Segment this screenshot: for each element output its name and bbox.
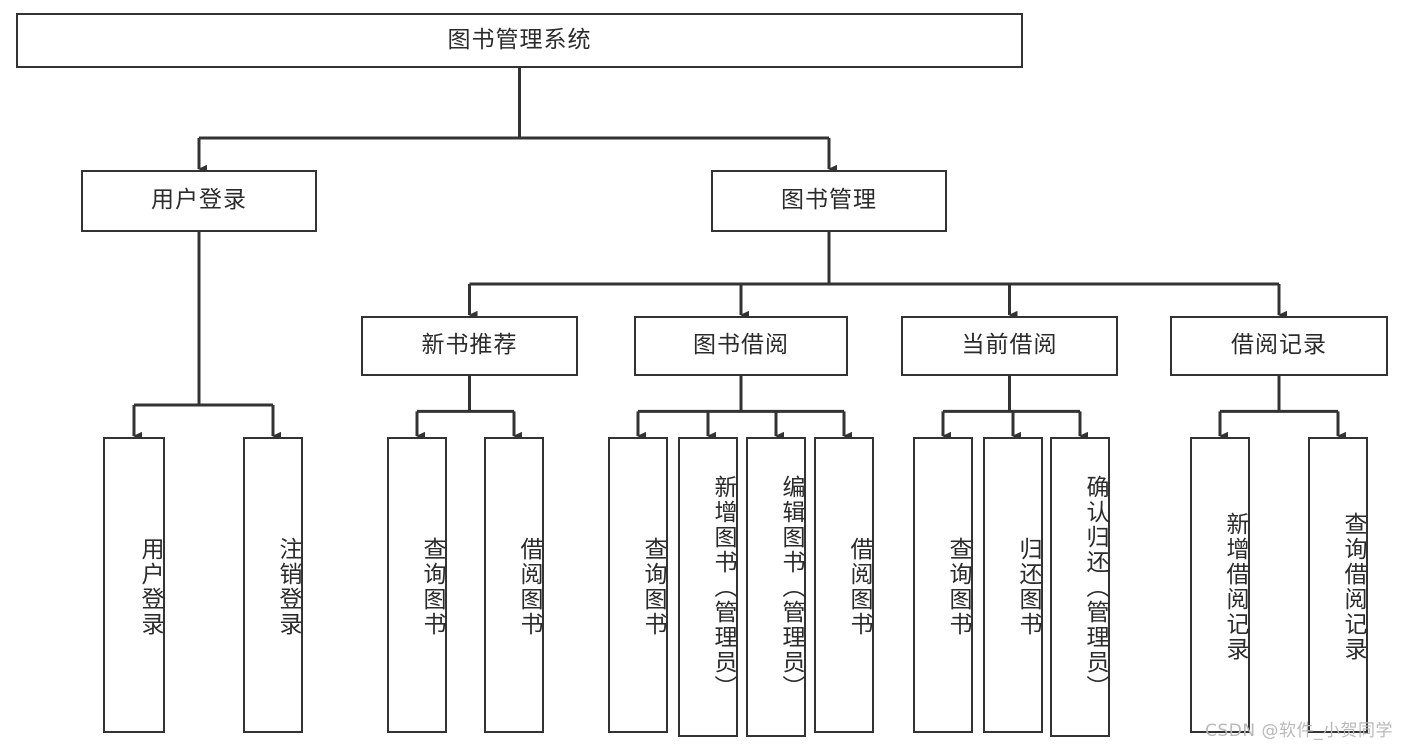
leaf-borrow-book[interactable]: 借阅图书 xyxy=(814,437,874,733)
leaf-query-book-current[interactable]: 查询图书 xyxy=(913,437,973,733)
node-user-login[interactable]: 用户登录 xyxy=(81,170,317,232)
leaf-add-borrow-record-label: 新增借阅记录 xyxy=(1222,512,1248,662)
leaf-query-borrow-record[interactable]: 查询借阅记录 xyxy=(1308,437,1368,733)
node-current-borrow[interactable]: 当前借阅 xyxy=(901,316,1118,376)
leaf-return-book-label: 归还图书 xyxy=(1015,537,1041,637)
node-book-management-label: 图书管理 xyxy=(781,187,877,214)
node-book-management[interactable]: 图书管理 xyxy=(711,170,947,232)
leaf-user-login-label: 用户登录 xyxy=(137,537,163,637)
leaf-logout[interactable]: 注销登录 xyxy=(243,437,303,733)
leaf-query-book-current-label: 查询图书 xyxy=(945,537,971,637)
leaf-edit-book-admin-label: 编辑图书（管理员） xyxy=(778,475,804,700)
leaf-confirm-return-admin-label: 确认归还（管理员） xyxy=(1082,475,1108,700)
node-book-borrow-label: 图书借阅 xyxy=(693,332,789,359)
node-new-book-recommend-label: 新书推荐 xyxy=(421,332,518,359)
leaf-user-login[interactable]: 用户登录 xyxy=(103,437,165,733)
node-root-label: 图书管理系统 xyxy=(447,26,592,53)
leaf-edit-book-admin[interactable]: 编辑图书（管理员） xyxy=(746,437,806,737)
leaf-confirm-return-admin[interactable]: 确认归还（管理员） xyxy=(1050,437,1110,737)
leaf-query-book-label: 查询图书 xyxy=(640,537,666,637)
node-root[interactable]: 图书管理系统 xyxy=(16,13,1023,68)
leaf-query-book[interactable]: 查询图书 xyxy=(608,437,668,733)
leaf-borrow-book-recommend-label: 借阅图书 xyxy=(516,537,542,637)
leaf-add-borrow-record[interactable]: 新增借阅记录 xyxy=(1190,437,1250,733)
leaf-logout-label: 注销登录 xyxy=(275,537,301,637)
watermark: CSDN @软件_小贺同学 xyxy=(1205,721,1393,741)
leaf-return-book[interactable]: 归还图书 xyxy=(983,437,1043,733)
node-new-book-recommend[interactable]: 新书推荐 xyxy=(361,316,578,376)
node-book-borrow[interactable]: 图书借阅 xyxy=(634,316,848,376)
leaf-borrow-book-label: 借阅图书 xyxy=(846,537,872,637)
node-user-login-label: 用户登录 xyxy=(151,187,247,214)
node-borrow-record-label: 借阅记录 xyxy=(1231,332,1327,359)
leaf-add-book-admin-label: 新增图书（管理员） xyxy=(710,475,736,700)
leaf-query-book-recommend-label: 查询图书 xyxy=(419,537,445,637)
leaf-query-book-recommend[interactable]: 查询图书 xyxy=(387,437,447,733)
node-borrow-record[interactable]: 借阅记录 xyxy=(1170,316,1388,376)
leaf-query-borrow-record-label: 查询借阅记录 xyxy=(1340,512,1366,662)
leaf-add-book-admin[interactable]: 新增图书（管理员） xyxy=(678,437,738,737)
leaf-borrow-book-recommend[interactable]: 借阅图书 xyxy=(484,437,544,733)
node-current-borrow-label: 当前借阅 xyxy=(961,332,1058,359)
